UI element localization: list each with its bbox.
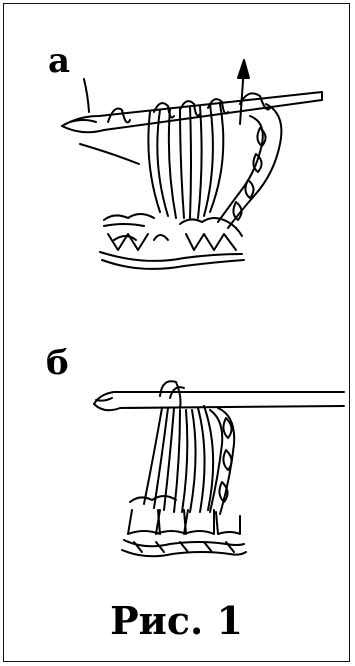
panel-b-illustration (4, 4, 351, 604)
figure-caption: Рис. 1 (4, 602, 349, 640)
figure-frame: а (3, 3, 350, 662)
